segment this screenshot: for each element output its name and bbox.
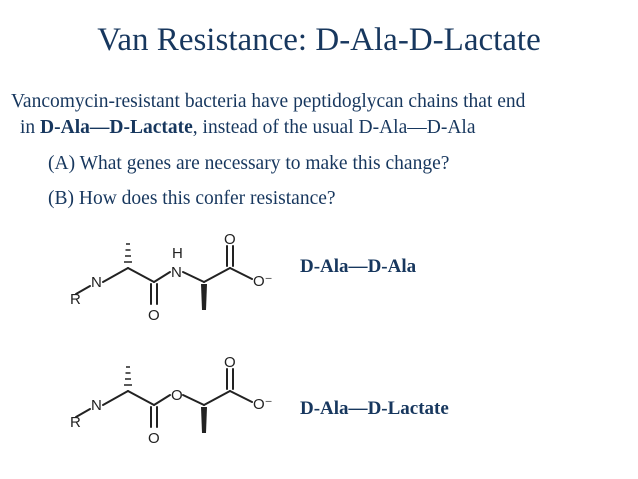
r-group: R	[70, 414, 81, 431]
dala-dala-inline: D-Ala—D-Ala	[358, 117, 476, 138]
amine-nitrogen: N	[91, 274, 102, 291]
dala-dlactate-structure: R N O O O O⁻	[70, 354, 273, 447]
intro-line-2: in D-Ala—D-Lactate, instead of the usual…	[20, 117, 476, 138]
ester-oxygen: O	[171, 387, 183, 404]
amide-nitrogen: N	[171, 264, 182, 281]
dala-dala-structure: R N N H O O O⁻	[70, 231, 273, 324]
r-group: R	[70, 291, 81, 308]
carbonyl-oxygen-top: O	[224, 354, 236, 371]
amine-nitrogen: N	[91, 397, 102, 414]
carboxylate-oxygen: O⁻	[253, 273, 273, 290]
question-b: (B) How does this confer resistance?	[48, 188, 336, 209]
question-a: (A) What genes are necessary to make thi…	[48, 153, 450, 174]
carbonyl-oxygen-bottom: O	[148, 430, 160, 447]
intro-line-1: Vancomycin-resistant bacteria have pepti…	[11, 91, 526, 112]
amide-hydrogen: H	[172, 245, 183, 262]
slide-title: Van Resistance: D-Ala-D-Lactate	[97, 22, 541, 58]
carbonyl-oxygen-top: O	[224, 231, 236, 248]
dala-dala-label: D-Ala—D-Ala	[300, 256, 417, 277]
dala-dlactate-inline: D-Ala—D-Lactate	[40, 117, 193, 138]
carbonyl-oxygen-bottom: O	[148, 307, 160, 324]
dala-dlactate-label: D-Ala—D-Lactate	[300, 398, 449, 419]
carboxylate-oxygen: O⁻	[253, 396, 273, 413]
